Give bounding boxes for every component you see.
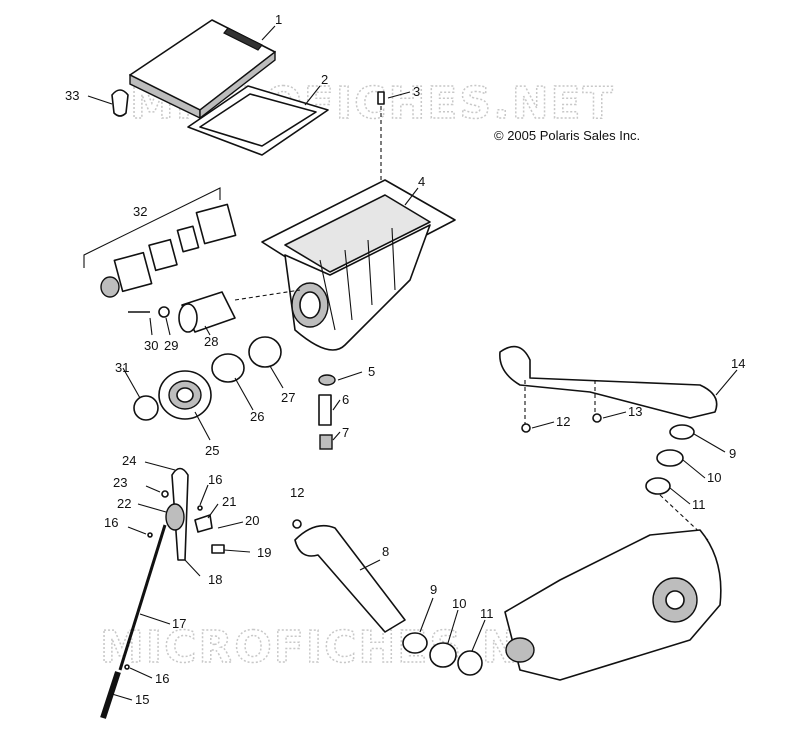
part-clamp-9b [402,632,428,654]
callout-21: 21 [222,494,236,509]
callout-31: 31 [115,360,129,375]
part-filter-gasket [187,85,329,156]
part-spacer [318,394,332,426]
callout-10b: 10 [452,596,466,611]
part-washer [158,306,170,318]
callout-2: 2 [321,72,328,87]
part-screw [377,91,385,180]
callout-33: 33 [65,88,79,103]
part-clamp-26 [211,353,245,383]
part-adapter [158,370,212,420]
callout-23: 23 [113,475,127,490]
callout-13: 13 [628,404,642,419]
callout-3: 3 [413,84,420,99]
callout-17: 17 [172,616,186,631]
part-duct-lower [294,524,406,633]
watermark-bottom: MICROFICHES.NET [100,622,585,673]
callout-15: 15 [135,692,149,707]
callout-24: 24 [122,453,136,468]
part-clamp-11a [645,477,671,495]
part-clamp-31 [133,395,159,421]
callout-12a: 12 [556,414,570,429]
part-air-box [261,179,456,351]
part-coupler-27 [248,336,282,368]
callout-27: 27 [281,390,295,405]
callout-14: 14 [731,356,745,371]
part-plug [319,434,333,450]
callout-labels: 1 2 3 4 5 6 7 8 9 10 11 9 10 11 12 12 13… [65,12,745,707]
callout-4: 4 [418,174,425,189]
callout-12b: 12 [290,485,304,500]
part-clamp-11b [457,650,483,676]
callout-11b: 11 [480,606,494,621]
part-breather-assembly [100,467,225,719]
callout-16c: 16 [155,671,169,686]
part-cvt-cover [504,529,722,681]
leader-lines [87,25,738,701]
callout-28: 28 [204,334,218,349]
part-screw-12b [292,519,302,529]
callout-16a: 16 [208,472,222,487]
part-intake-boot [178,289,301,333]
callout-18: 18 [208,572,222,587]
callout-20: 20 [245,513,259,528]
callout-10a: 10 [707,470,721,485]
callout-7: 7 [342,425,349,440]
callout-6: 6 [342,392,349,407]
part-coupler-10a [656,449,684,467]
callout-30: 30 [144,338,158,353]
callout-1: 1 [275,12,282,27]
callout-25: 25 [205,443,219,458]
callout-8: 8 [382,544,389,559]
copyright-notice: © 2005 Polaris Sales Inc. [494,128,641,143]
part-intake-duct [499,345,718,425]
part-screw-12a [521,423,531,433]
callout-26: 26 [250,409,264,424]
part-clamp-9a [669,424,695,440]
callout-32: 32 [133,204,147,219]
part-intake-kit [83,187,237,298]
part-coupler-10b [429,642,457,668]
callout-9a: 9 [729,446,736,461]
callout-16b: 16 [104,515,118,530]
part-air-box-cover [129,19,276,120]
callout-5: 5 [368,364,375,379]
part-grommet [318,374,336,386]
callout-11a: 11 [692,497,706,512]
callout-29: 29 [164,338,178,353]
part-screw-13 [592,413,602,423]
callout-19: 19 [257,545,271,560]
callout-22: 22 [117,496,131,511]
callout-9b: 9 [430,582,437,597]
part-clip [111,89,129,117]
